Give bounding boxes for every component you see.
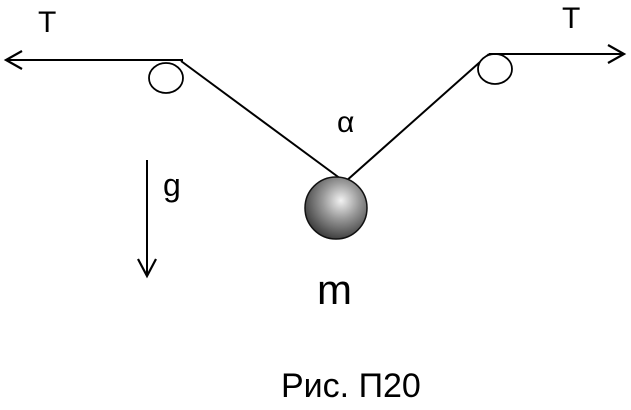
right-rope-segment [344, 53, 490, 183]
left-pulley [148, 62, 184, 94]
figure-caption: Рис. П20 [281, 367, 421, 405]
gravity-arrowhead [137, 258, 157, 279]
right-tension-arrowhead [607, 44, 627, 64]
angle-label: α [337, 106, 354, 139]
mass-label: m [317, 266, 352, 313]
right-pulley [477, 53, 513, 85]
gravity-label: g [163, 167, 181, 203]
left-tension-arrowhead [3, 50, 23, 70]
mass-ball [304, 176, 368, 240]
left-rope-segment [180, 60, 346, 183]
tension-right-label: T [562, 2, 580, 35]
tension-left-label: T [38, 6, 56, 39]
